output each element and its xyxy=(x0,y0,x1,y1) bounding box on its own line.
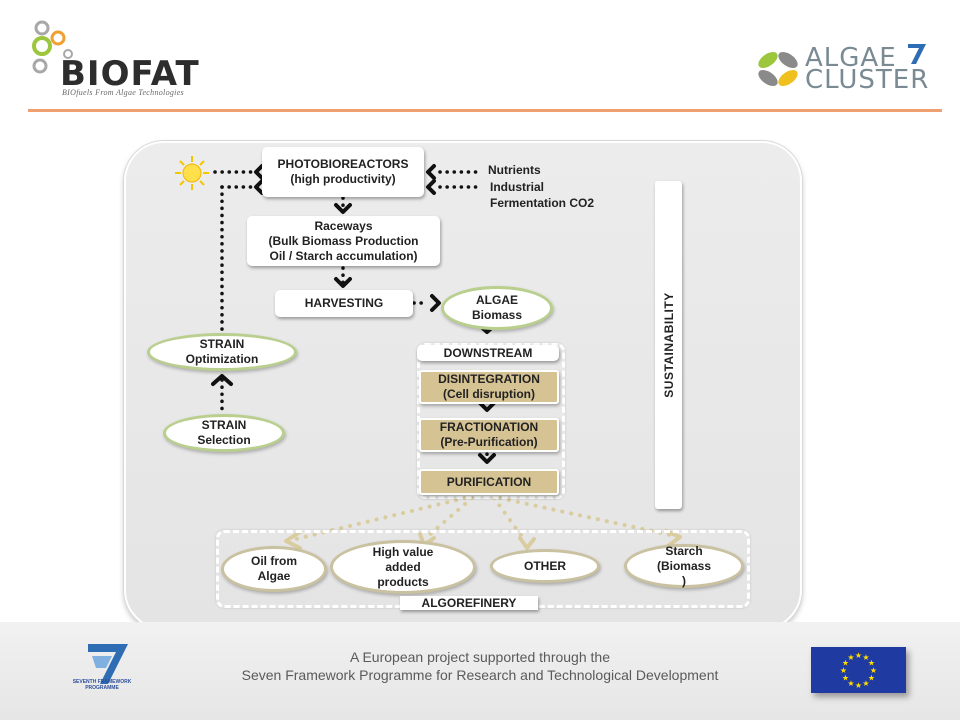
eu-star-icon: ★ xyxy=(842,674,849,683)
eu-star-icon: ★ xyxy=(870,666,877,675)
footer xyxy=(0,622,960,720)
sun-icon xyxy=(175,156,209,190)
industrial-co2-label: Industrial Fermentation CO2 xyxy=(490,180,595,210)
biofat-tagline: BIOfuels From Algae Technologies xyxy=(62,88,184,97)
algae-cluster-logo-icon xyxy=(758,52,798,86)
downstream-group xyxy=(417,343,565,499)
sustainability-bar: SUSTAINABILITY xyxy=(655,181,682,509)
biofat-wordmark: BIOFAT xyxy=(60,54,200,94)
raceways-box: Raceways (Bulk Biomass Production Oil / … xyxy=(247,216,440,266)
nutrients-label: Nutrients xyxy=(488,163,541,177)
harvesting-box: HARVESTING xyxy=(275,290,413,317)
fp7-small-icon xyxy=(908,44,926,64)
biofat-logo-icon xyxy=(32,20,73,74)
eu-star-icon: ★ xyxy=(847,679,854,688)
algae-cluster-word-2: CLUSTER xyxy=(805,65,930,95)
starch-biomass-node: Starch (Biomass ) xyxy=(624,544,744,588)
disintegration-box: DISINTEGRATION (Cell disruption) xyxy=(419,370,559,404)
strain-optimization-node: STRAIN Optimization xyxy=(147,333,297,371)
sustainability-label: SUSTAINABILITY xyxy=(661,292,676,398)
high-value-products-node: High value added products xyxy=(330,540,476,594)
downstream-label: DOWNSTREAM xyxy=(417,345,559,361)
fp7-caption: SEVENTH FRAMEWORK PROGRAMME xyxy=(72,679,132,691)
purification-box: PURIFICATION xyxy=(419,469,559,495)
header-divider xyxy=(28,109,942,112)
photobioreactors-box: PHOTOBIOREACTORS (high productivity) xyxy=(262,147,424,197)
fp7-logo-icon xyxy=(88,644,128,684)
eu-star-icon: ★ xyxy=(862,653,869,662)
strain-selection-node: STRAIN Selection xyxy=(163,414,285,452)
oil-from-algae-node: Oil from Algae xyxy=(221,546,327,592)
eu-star-icon: ★ xyxy=(847,653,854,662)
eu-star-icon: ★ xyxy=(842,659,849,668)
eu-star-icon: ★ xyxy=(868,674,875,683)
footer-line-2: Seven Framework Programme for Research a… xyxy=(241,667,719,683)
fractionation-box: FRACTIONATION (Pre-Purification) xyxy=(419,418,559,452)
eu-star-icon: ★ xyxy=(868,659,875,668)
algae-cluster-word-1: ALGAE xyxy=(805,43,897,73)
eu-flag: ★★★★★★★★★★★★ xyxy=(811,647,906,693)
eu-star-icon: ★ xyxy=(862,679,869,688)
other-node: OTHER xyxy=(490,549,600,583)
eu-star-icon: ★ xyxy=(855,681,862,690)
algorefinery-label: ALGOREFINERY xyxy=(400,596,538,610)
eu-star-icon: ★ xyxy=(840,666,847,675)
eu-star-icon: ★ xyxy=(855,651,862,660)
footer-line-1: A European project supported through the xyxy=(350,649,610,665)
algae-biomass-node: ALGAE Biomass xyxy=(441,286,553,330)
eu-stars-icon: ★★★★★★★★★★★★ xyxy=(840,651,877,690)
